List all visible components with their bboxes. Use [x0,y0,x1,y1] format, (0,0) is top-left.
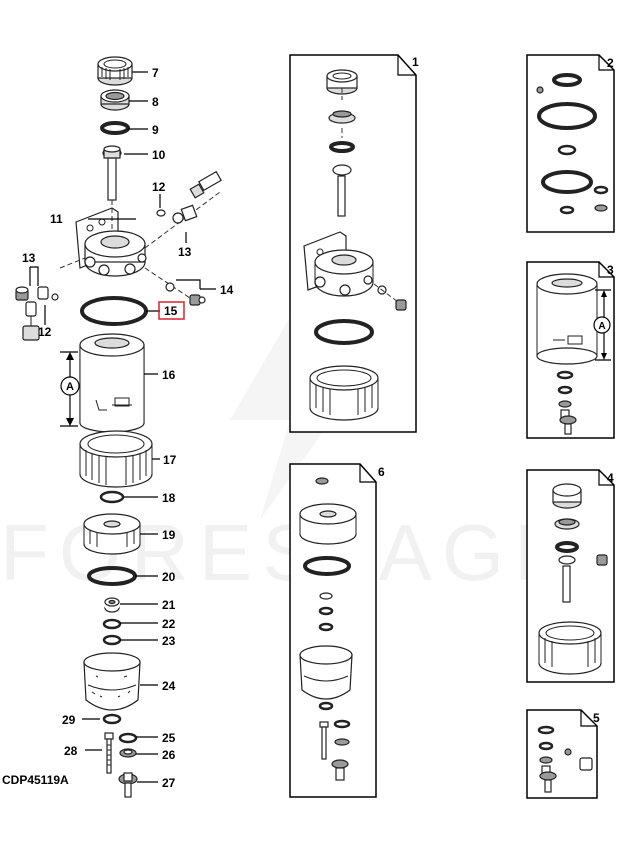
callout-11: 11 [50,212,63,226]
callout-14: 14 [220,283,234,297]
detail-box-1: 1 [289,54,419,433]
callout-9: 9 [152,123,159,137]
part-10-drain-tube[interactable] [102,145,122,201]
main-exploded-view: A [2,56,234,798]
part-14-screws[interactable] [165,282,206,306]
callout-16: 16 [162,368,176,382]
part-26-washer[interactable] [119,748,137,758]
part-27-drain-valve[interactable] [118,772,138,798]
part-19-collar[interactable] [83,513,141,555]
box-5-number: 5 [593,711,600,725]
callout-20: 20 [162,570,176,584]
callout-19: 19 [162,528,176,542]
callout-18: 18 [162,491,176,505]
detail-box-6: 6 [289,463,385,798]
part-15-seal-ring[interactable] [80,296,148,326]
part-22-washer[interactable] [102,618,122,630]
box-3-dimension-label: A [598,321,605,332]
diagram-code: CDP45119A [2,773,69,787]
callout-29: 29 [62,713,76,727]
box-5-parts[interactable] [537,725,593,793]
box-4-number: 4 [607,471,614,485]
callout-7: 7 [152,66,159,80]
part-7-ring-nut[interactable] [97,56,133,86]
callout-17: 17 [163,453,177,467]
detail-box-2: 2 [526,54,615,233]
part-12-fitting-upper[interactable] [156,170,222,217]
box-3-number: 3 [607,263,614,277]
part-23-washer[interactable] [102,634,122,646]
callout-26: 26 [162,748,176,762]
callout-13b: 13 [22,251,36,265]
callout-12b: 12 [38,325,52,339]
callout-21: 21 [162,598,176,612]
part-29-washer[interactable] [102,713,122,725]
detail-box-3: 3 A [526,261,615,439]
box-6-parts[interactable] [299,477,357,781]
box-6-number: 6 [378,465,385,479]
callout-24: 24 [162,679,176,693]
part-13-fittings-upper[interactable] [172,204,198,224]
part-25-washer[interactable] [118,732,138,744]
part-21-nut[interactable] [104,597,120,613]
callout-12a: 12 [152,180,166,194]
dimension-a-label: A [66,381,74,393]
detail-box-4: 4 [526,469,615,683]
box-1-parts[interactable] [303,69,407,421]
callout-8: 8 [152,95,159,109]
part-13-bleed-screws[interactable] [15,286,59,301]
callout-15-highlight [158,301,185,320]
callout-22: 22 [162,617,176,631]
part-8-cap[interactable] [100,89,130,111]
part-18-o-ring[interactable] [99,490,125,504]
detail-box-5: 5 [526,709,600,799]
callout-28: 28 [64,744,78,758]
part-16-filter-cartridge[interactable] [79,333,145,433]
part-28-bolt[interactable] [104,732,114,774]
part-9-o-ring[interactable] [100,121,130,135]
box-4-parts[interactable] [538,483,608,675]
callout-27: 27 [162,776,176,790]
callout-23: 23 [162,634,176,648]
box-2-number: 2 [607,56,614,70]
box-3-parts[interactable]: A [536,273,611,435]
callout-10: 10 [152,148,166,162]
part-11-filter-head[interactable] [75,207,147,277]
box-1-number: 1 [412,55,419,69]
callout-25: 25 [162,731,176,745]
part-12-sensor[interactable] [22,301,40,341]
part-17-ring-nut[interactable] [79,430,153,488]
dimension-a: A [60,351,80,427]
callout-15: 15 [164,304,178,318]
part-24-water-bowl[interactable] [83,652,141,711]
callout-13a: 13 [178,245,192,259]
box-2-parts[interactable] [536,73,609,215]
